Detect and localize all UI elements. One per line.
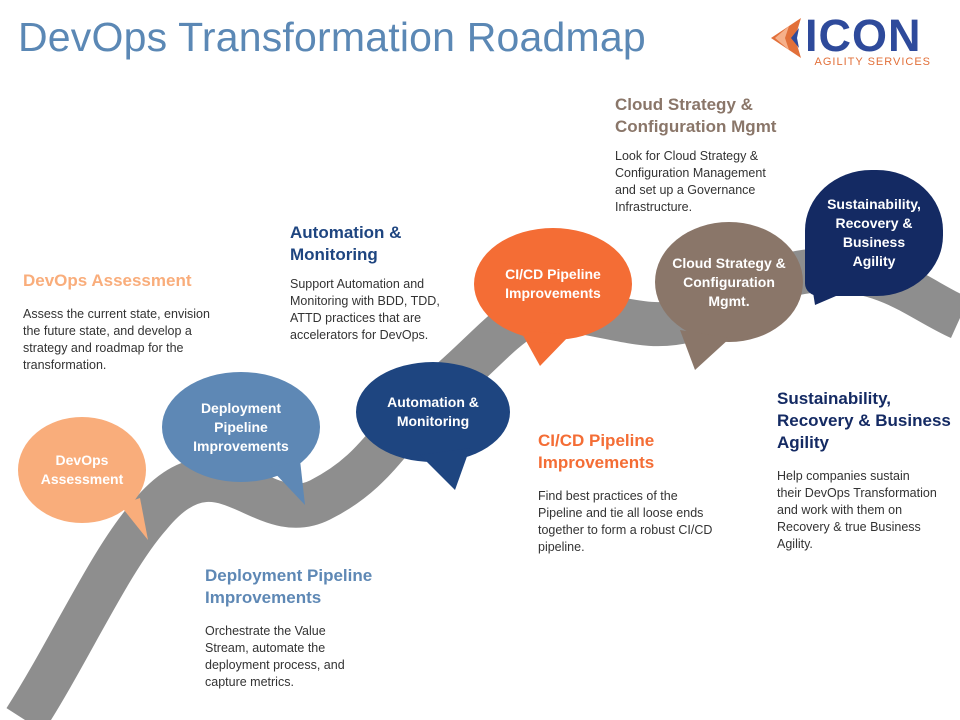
section-body: Assess the current state, envision the f… <box>23 307 210 372</box>
page-title: DevOps Transformation Roadmap <box>18 14 646 60</box>
section-deployment-pipeline: Deployment Pipeline Improvements Orchest… <box>205 565 395 691</box>
section-heading: Cloud Strategy & Configuration Mgmt <box>615 95 777 136</box>
chevron-arrows-icon <box>771 18 801 58</box>
section-automation-monitoring: Automation & Monitoring Support Automati… <box>290 222 465 344</box>
pin-label: Sustainability, Recovery & Business Agil… <box>827 196 921 269</box>
section-body: Help companies sustain their DevOps Tran… <box>777 469 937 551</box>
section-body: Find best practices of the Pipeline and … <box>538 489 713 554</box>
section-heading: Deployment Pipeline Improvements <box>205 566 373 607</box>
section-cicd-pipeline: CI/CD Pipeline Improvements Find best pr… <box>538 430 723 556</box>
pin-sustainability: Sustainability, Recovery & Business Agil… <box>805 170 943 296</box>
pin-devops-assessment: DevOps Assessment <box>18 417 146 523</box>
section-sustainability: Sustainability, Recovery & Business Agil… <box>777 388 952 553</box>
pin-cicd-pipeline: CI/CD Pipeline Improvements <box>474 228 632 340</box>
section-heading: DevOps Assessment <box>23 271 192 290</box>
pin-label: Automation & Monitoring <box>387 394 479 429</box>
section-heading: Sustainability, Recovery & Business Agil… <box>777 389 951 452</box>
section-devops-assessment: DevOps Assessment Assess the current sta… <box>23 270 213 374</box>
section-body: Look for Cloud Strategy & Configuration … <box>615 149 766 214</box>
pin-automation-monitoring: Automation & Monitoring <box>356 362 510 462</box>
section-body: Support Automation and Monitoring with B… <box>290 277 440 342</box>
section-heading: Automation & Monitoring <box>290 223 402 264</box>
section-cloud-strategy: Cloud Strategy & Configuration Mgmt Look… <box>615 94 800 216</box>
pin-label: CI/CD Pipeline Improvements <box>505 266 601 301</box>
pin-label: Deployment Pipeline Improvements <box>193 399 289 454</box>
section-body: Orchestrate the Value Stream, automate t… <box>205 624 345 689</box>
logo-subtitle: AGILITY SERVICES <box>814 56 931 68</box>
logo-wordmark: ICON <box>805 10 922 61</box>
pin-deployment-pipeline: Deployment Pipeline Improvements <box>162 372 320 482</box>
pin-label: Cloud Strategy & Configuration Mgmt. <box>672 254 786 309</box>
icon-agility-logo: ICON AGILITY SERVICES <box>765 10 935 74</box>
pin-cloud-strategy: Cloud Strategy & Configuration Mgmt. <box>655 222 803 342</box>
section-heading: CI/CD Pipeline Improvements <box>538 431 655 472</box>
pin-label: DevOps Assessment <box>40 452 124 487</box>
